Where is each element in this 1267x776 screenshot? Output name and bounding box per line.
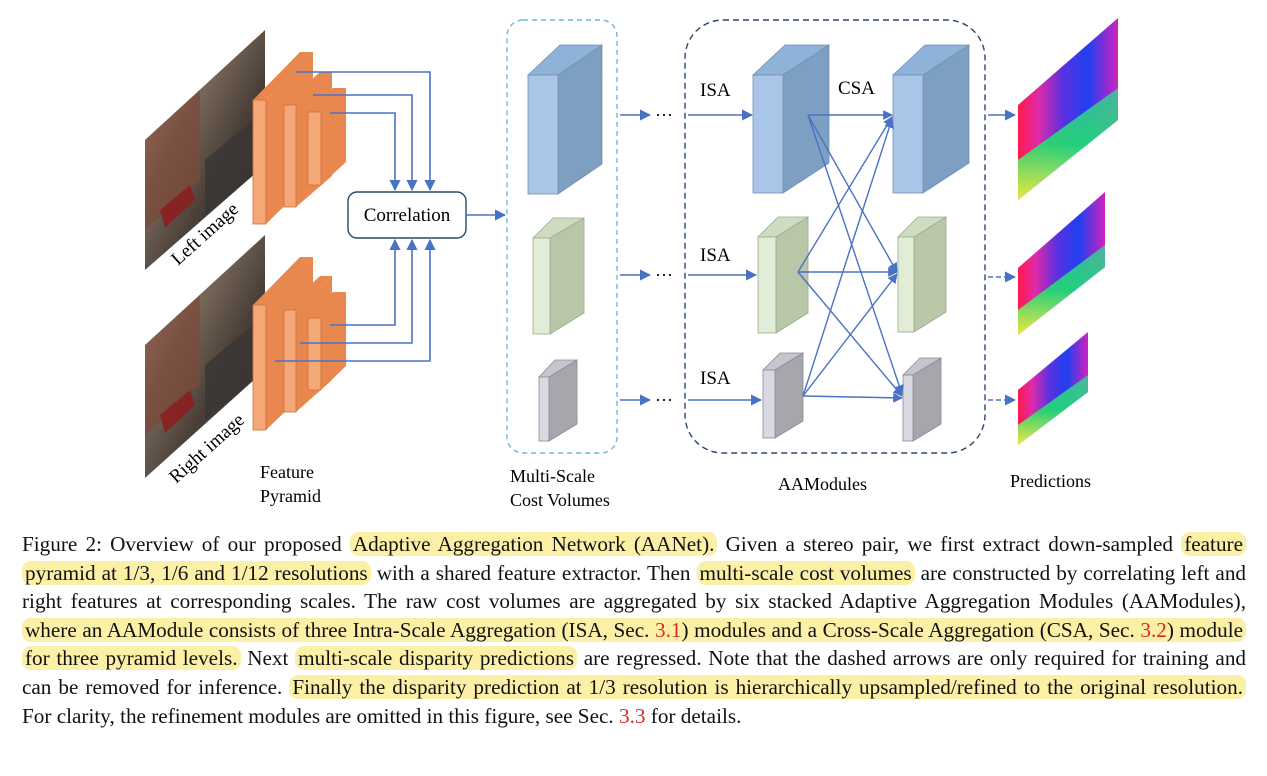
- top-feature-arrows: [296, 71, 436, 192]
- aamodule-volume-small-in: [762, 352, 804, 439]
- cost-volume-small: [538, 359, 578, 442]
- caption-highlight: Adaptive Aggregation Network (AANet).: [349, 532, 718, 556]
- feature-pyramid-label-line2: Pyramid: [260, 486, 321, 506]
- cost-volumes-box: [506, 19, 618, 454]
- ellipsis-1: ···: [655, 105, 673, 125]
- caption-text: are constructed by correlating left and …: [22, 560, 1247, 614]
- cost-volumes-label-line2: Cost Volumes: [510, 490, 610, 510]
- caption-text: with a shared feature extractor. Then: [376, 560, 691, 585]
- prediction-arrows: [988, 109, 1017, 406]
- caption-figure-label: Figure 2:: [22, 532, 102, 556]
- aamodule-volume-large-out: [891, 44, 971, 194]
- costvolume-output-arrows: [620, 109, 652, 406]
- aamodule-volume-small-out: [902, 357, 942, 442]
- left-image: [145, 30, 265, 270]
- cost-volume-large: [526, 44, 604, 195]
- feature-pyramid-top: [252, 52, 346, 225]
- caption-text: Next: [247, 646, 289, 671]
- ellipsis-2: ···: [655, 265, 673, 285]
- caption-highlight: multi-scale disparity predictions: [295, 646, 577, 671]
- aamodule-volume-medium-in: [757, 216, 809, 334]
- cost-volume-medium: [532, 217, 585, 335]
- right-image: [145, 235, 265, 478]
- caption-highlight: multi-scale cost volumes: [696, 560, 915, 585]
- feature-pyramid-label-line1: Feature: [260, 462, 314, 482]
- isa-label-2: ISA: [700, 245, 731, 266]
- prediction-map-large: [1018, 18, 1118, 200]
- aamodules-box: [684, 19, 986, 454]
- csa-label: CSA: [838, 78, 875, 99]
- prediction-map-small: [1018, 332, 1088, 445]
- caption-highlight-text: ) modules and a Cross-Scale Aggregation …: [681, 617, 1135, 642]
- csa-arrows: [797, 110, 904, 403]
- caption-text: are regressed. Note that the dashed arro…: [22, 646, 1247, 699]
- architecture-diagram: Left image Right image Feature Pyramid: [145, 18, 1118, 510]
- isa-label-1: ISA: [700, 80, 731, 101]
- caption-text: Overview of our proposed: [110, 532, 342, 556]
- caption-text: for details.: [650, 703, 742, 728]
- aamodule-volume-large-in: [751, 44, 831, 194]
- predictions-label: Predictions: [1010, 471, 1091, 491]
- caption-highlight: Finally the disparity prediction at 1/3 …: [289, 674, 1247, 699]
- aamodule-volume-medium-out: [897, 216, 947, 333]
- caption-highlight-text: where an AAModule consists of three Intr…: [25, 617, 650, 642]
- prediction-map-medium: [1018, 192, 1105, 335]
- isa-arrows: [688, 109, 763, 406]
- cost-volumes-label-line1: Multi-Scale: [510, 466, 595, 486]
- section-ref-link[interactable]: 3.1: [655, 617, 682, 642]
- caption-highlight-text: ) module for three pyramid levels.: [25, 617, 1244, 671]
- ellipsis-3: ···: [655, 390, 673, 410]
- isa-label-3: ISA: [700, 368, 731, 389]
- section-ref-link[interactable]: 3.3: [619, 703, 646, 728]
- figure-caption: Figure 2: Overview of our proposed Adapt…: [22, 530, 1247, 730]
- aamodules-label: AAModules: [778, 474, 867, 494]
- bottom-feature-arrows: [275, 238, 436, 362]
- correlation-label: Correlation: [364, 205, 451, 226]
- caption-text: For clarity, the refinement modules are …: [22, 703, 614, 728]
- caption-text: Given a stereo pair, we first extract do…: [725, 532, 1174, 556]
- section-ref-link[interactable]: 3.2: [1140, 617, 1167, 642]
